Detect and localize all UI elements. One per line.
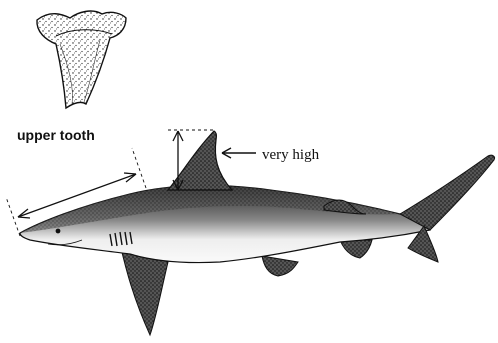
very-high-label: very high (262, 147, 320, 163)
caudal-fin-upper (400, 155, 495, 230)
tooth-illustration (37, 11, 126, 108)
pelvic-fin (262, 256, 298, 276)
shark-illustration (20, 131, 495, 335)
upper-tooth-label: upper tooth (17, 127, 95, 143)
shark-eye (56, 229, 61, 234)
anal-fin (340, 240, 372, 258)
pointer-arrow (222, 148, 256, 158)
